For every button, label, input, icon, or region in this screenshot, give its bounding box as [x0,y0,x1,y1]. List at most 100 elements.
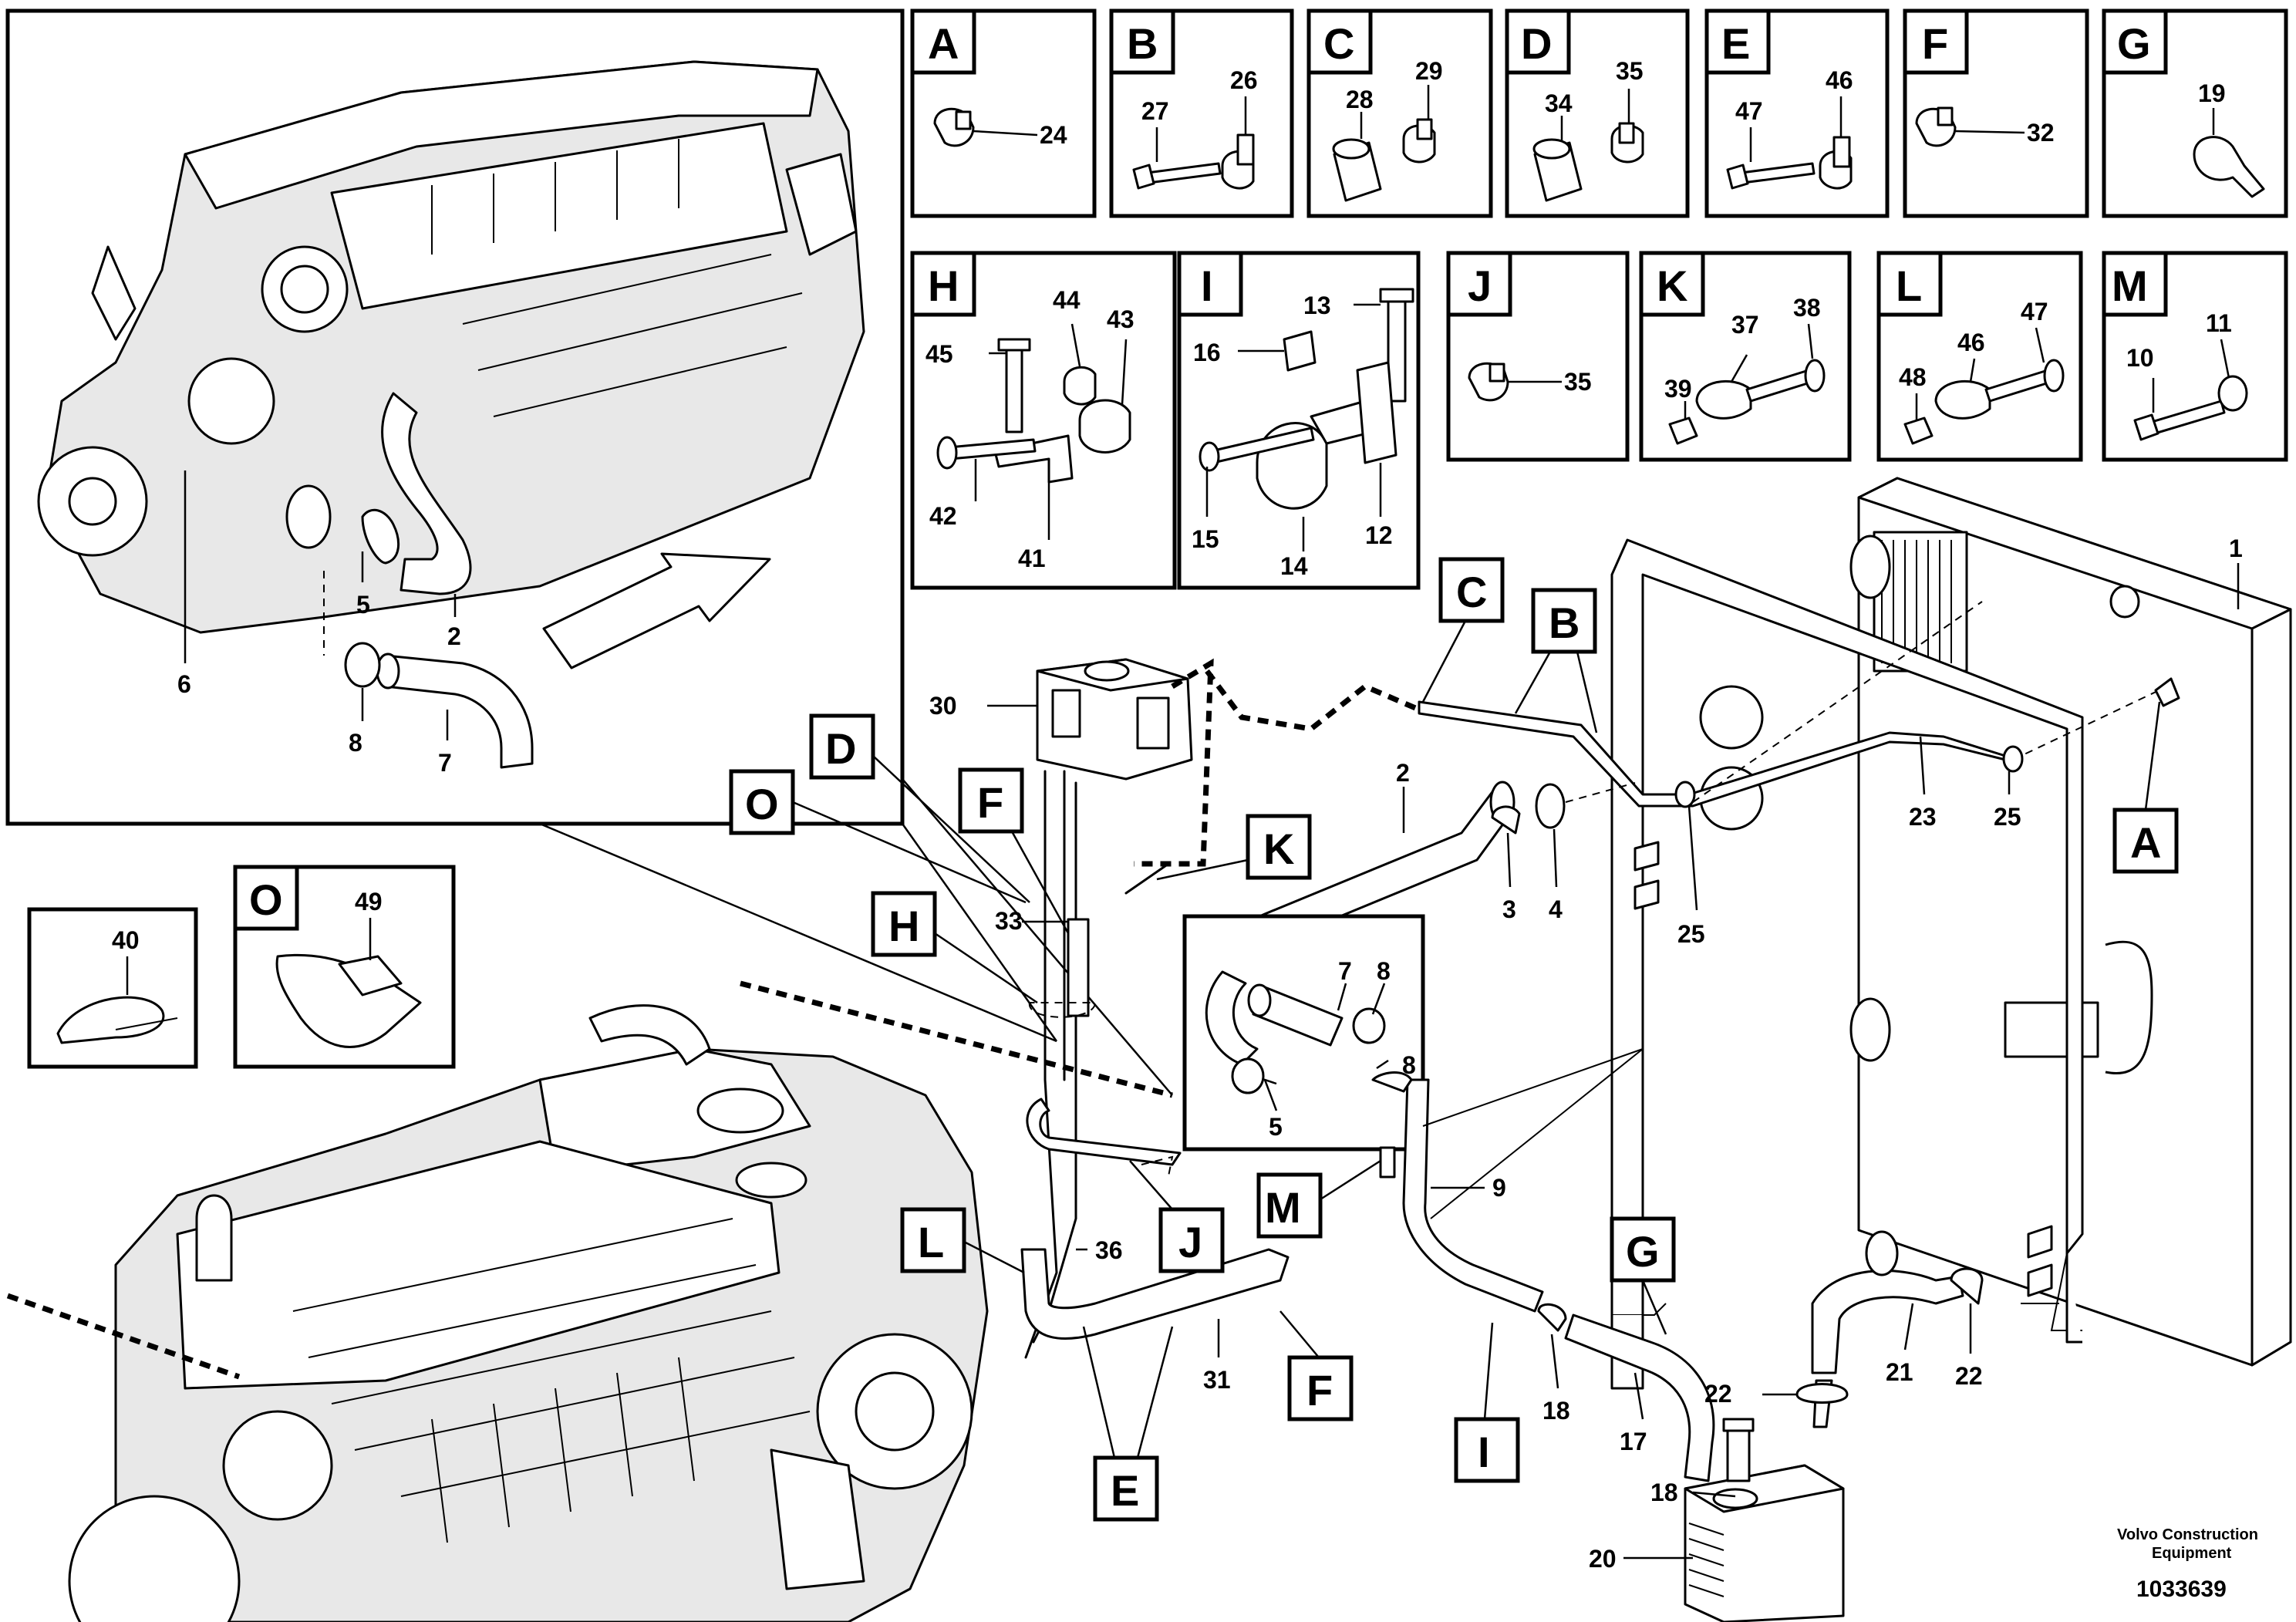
part-label-32: 32 [2027,119,2055,147]
detail-letter-j: J [1468,261,1492,310]
part-label-42: 42 [929,502,957,530]
part-label-35-d: 35 [1616,57,1644,85]
main-engine-sketch [68,1004,989,1622]
company-name-line2: Equipment [2152,1545,2232,1562]
callout-letter-b: B [1549,599,1580,647]
detail-box-i: I 16 13 15 14 12 [1177,251,1421,590]
part-label-22-left: 22 [1704,1380,1732,1408]
engine-detail-sketch [37,60,865,769]
part-label-46-e: 46 [1826,66,1853,94]
detail-letter-a: A [928,19,959,68]
company-name-line1: Volvo Construction [2117,1526,2258,1543]
part-label-22-right: 22 [1955,1362,1983,1390]
part-label-4: 4 [1549,895,1563,923]
callout-letter-e: E [1111,1466,1139,1515]
detail-letter-f: F [1922,19,1948,68]
hose-21 [1811,1270,1964,1374]
detail-box-h: H 45 44 43 42 41 [910,251,1177,590]
clamp-22-right [1950,1267,1984,1305]
part-label-7-inset: 7 [438,749,452,777]
hose-17 [1564,1313,1715,1482]
part-label-34: 34 [1545,89,1573,117]
detail-letter-h: H [928,261,959,310]
part-label-1: 1 [2229,534,2243,562]
detail-letter-e: E [1721,19,1750,68]
detail-box-k: K 39 37 38 [1639,251,1852,462]
part-label-44: 44 [1053,286,1081,314]
part-label-6: 6 [177,670,191,698]
callout-letter-m: M [1265,1183,1301,1232]
callout-letter-d: D [825,724,856,773]
part-label-25-left: 25 [1677,920,1705,948]
part-label-40: 40 [112,926,140,954]
detail-letter-c: C [1323,19,1354,68]
detail-letter-g: G [2117,19,2151,68]
part-label-47-e: 47 [1735,97,1763,125]
clamp-8-main [1371,1071,1413,1093]
callout-letter-i: I [1478,1428,1490,1476]
part-label-37: 37 [1731,311,1759,339]
hose-9-connection [1422,1048,1644,1219]
part-label-31: 31 [1203,1366,1231,1394]
radiator-lower-outlet [1865,1230,1899,1276]
callout-letter-f-top: F [977,778,1003,827]
part-label-2: 2 [1396,759,1410,787]
detail-letter-i: I [1201,261,1213,310]
part-label-45: 45 [925,340,953,368]
part-label-19: 19 [2198,79,2226,107]
part-label-49: 49 [355,888,383,916]
detail-box-a: A 24 [910,8,1097,218]
part-label-41: 41 [1018,545,1046,572]
detail-box-o: O 49 [233,865,456,1069]
callout-letter-l: L [918,1218,944,1266]
detail-box-f: F 32 [1903,8,2089,218]
part-label-9: 9 [1492,1174,1506,1202]
part-label-30: 30 [929,692,957,720]
hose-9 [1402,1078,1544,1313]
part-label-48: 48 [1899,363,1927,391]
part-label-18-lower: 18 [1650,1479,1678,1506]
fitting-a [2154,677,2180,707]
part-label-17: 17 [1620,1428,1647,1455]
engine-detail-inset: 6 5 2 8 7 [5,8,905,826]
washer-25-right [2002,745,2024,773]
callout-letter-a: A [2130,818,2161,867]
part-label-12: 12 [1365,521,1393,549]
part-label-8-main: 8 [1402,1051,1416,1079]
clamp-3 [1491,805,1521,835]
callout-letters: C B A O D F K H L J M F [729,557,2179,1522]
dashed-reference-lines [6,980,1173,1380]
main-part-labels: 1 2 3 4 8 9 18 17 18 20 21 22 22 23 25 2… [929,534,2243,1573]
part-label-2-inset: 2 [447,622,461,650]
part-label-28: 28 [1346,86,1374,113]
part-label-35-j: 35 [1564,368,1592,396]
clamp-22-left [1795,1383,1849,1404]
inset-to-engine-line-right [902,778,1173,1096]
part-label-25-right: 25 [1994,803,2021,831]
part-label-15: 15 [1192,525,1219,553]
part-label-8-inset: 8 [349,729,362,757]
radiator-sketch [1610,477,2292,1390]
part-label-10: 10 [2126,344,2154,372]
pipe-23-connections [1692,601,2168,803]
inset-to-engine-line-mid [539,822,1057,1043]
callout-letter-j: J [1178,1218,1202,1266]
part-label-21: 21 [1886,1358,1913,1386]
detail-letter-l: L [1896,261,1922,310]
detail-box-b: B 27 26 [1109,8,1294,218]
part-label-36: 36 [1095,1236,1123,1264]
detail-box-cable-tie: 40 [27,907,198,1069]
callout-letter-k: K [1263,824,1294,873]
detail-box-c: C 28 29 [1306,8,1493,218]
tag-m [1379,1146,1396,1179]
callout-letter-g: G [1626,1227,1660,1276]
part-label-5-box: 5 [1269,1113,1283,1141]
detail-letter-o: O [249,875,283,924]
detail-box-j: J 35 [1446,251,1630,462]
part-label-27: 27 [1141,97,1169,125]
part-label-29: 29 [1415,57,1443,85]
part-label-26: 26 [1230,66,1258,94]
seal-4 [1535,783,1566,829]
part-label-39: 39 [1664,375,1692,403]
